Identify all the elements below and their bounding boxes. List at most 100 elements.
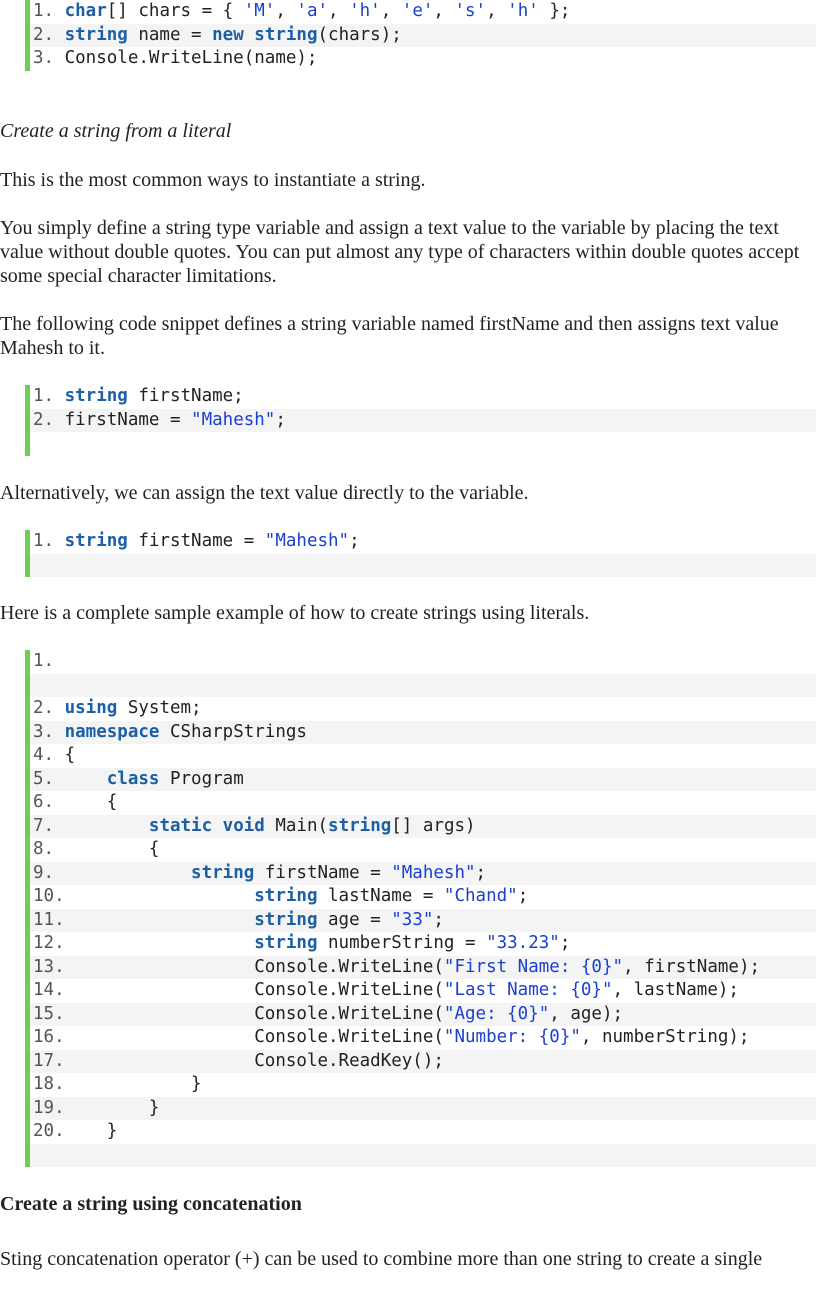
- code-token: , numberString);: [580, 1027, 750, 1047]
- code-token: ,: [380, 1, 402, 21]
- paragraph-complete-sample: Here is a complete sample example of how…: [0, 602, 590, 624]
- line-number: 17.: [33, 1050, 255, 1071]
- code-token: string: [254, 909, 318, 930]
- code-line: 11. string age = "33";: [30, 908, 816, 932]
- code-token: "Age: {0}": [443, 1003, 550, 1024]
- code-token: ,: [328, 1, 350, 21]
- code-token: ;: [275, 409, 286, 430]
- line-number: 20.: [33, 1121, 107, 1141]
- code-token: Console.WriteLine(: [254, 1003, 444, 1024]
- code-line: 5. class Program: [30, 767, 816, 791]
- code-token: Main(: [264, 815, 329, 836]
- line-number: 1.: [33, 1, 65, 21]
- code-line: 2. string name = new string(chars);: [30, 23, 816, 47]
- code-token: static: [148, 815, 213, 836]
- code-token: firstName;: [127, 386, 244, 406]
- code-token: }: [191, 1074, 202, 1094]
- code-token: string: [254, 24, 318, 45]
- line-number: 11.: [33, 909, 255, 930]
- code-snippet-char-array: 1. char[] chars = { 'M', 'a', 'h', 'e', …: [25, 0, 816, 71]
- paragraph-alternatively: Alternatively, we can assign the text va…: [0, 482, 529, 504]
- code-token: void: [222, 815, 265, 836]
- code-line: [30, 673, 816, 697]
- code-token: {: [148, 839, 160, 859]
- code-token: string: [64, 531, 128, 551]
- code-snippet-direct-assign: 1. string firstName = "Mahesh";: [25, 530, 816, 577]
- code-line: 16. Console.WriteLine("Number: {0}", num…: [30, 1026, 816, 1050]
- code-token: }: [148, 1097, 160, 1118]
- code-token: Program: [159, 768, 244, 789]
- code-token: ;: [433, 909, 444, 930]
- code-token: 's': [454, 1, 487, 21]
- code-token: {: [64, 745, 76, 765]
- line-number: 2.: [33, 698, 65, 718]
- code-token: lastName =: [317, 886, 444, 906]
- code-line: [30, 1143, 816, 1167]
- line-number: 18.: [33, 1074, 192, 1094]
- code-token: [] chars = {: [106, 1, 244, 21]
- code-token: [] args): [391, 815, 476, 836]
- line-number: 6.: [33, 792, 107, 812]
- code-line: 2. firstName = "Mahesh";: [30, 408, 816, 432]
- code-token: Console.WriteLine(: [254, 980, 444, 1000]
- code-line: 20. }: [30, 1120, 816, 1144]
- line-number: 12.: [33, 933, 255, 953]
- code-line: 1. string firstName = "Mahesh";: [30, 530, 816, 554]
- code-line: [30, 432, 816, 456]
- line-number: 8.: [33, 839, 149, 859]
- code-token: "Chand": [443, 886, 518, 906]
- code-line: 7. static void Main(string[] args): [30, 814, 816, 838]
- heading-string-concatenation: Create a string using concatenation: [0, 1193, 302, 1215]
- code-line: 4. {: [30, 744, 816, 768]
- code-token: ,: [433, 1, 455, 21]
- code-line: 13. Console.WriteLine("First Name: {0}",…: [30, 955, 816, 979]
- code-line: 14. Console.WriteLine("Last Name: {0}", …: [30, 979, 816, 1003]
- line-number: 13.: [33, 956, 255, 977]
- code-token: string: [328, 815, 392, 836]
- paragraph-following-snippet: The following code snippet defines a str…: [0, 313, 779, 359]
- code-token: namespace: [64, 721, 160, 742]
- code-snippet-assign: 1. string firstName;2. firstName = "Mahe…: [25, 385, 816, 456]
- code-token: ;: [349, 531, 360, 551]
- code-line: 15. Console.WriteLine("Age: {0}", age);: [30, 1002, 816, 1026]
- line-number: 10.: [33, 886, 255, 906]
- code-token: }: [106, 1121, 118, 1141]
- code-token: CSharpStrings: [159, 721, 307, 742]
- code-token: System;: [117, 698, 202, 718]
- line-number: 4.: [33, 745, 65, 765]
- code-line: 8. {: [30, 838, 816, 862]
- code-token: ;: [517, 886, 529, 906]
- code-line: 6. {: [30, 791, 816, 815]
- code-token: 'h': [349, 1, 381, 21]
- line-number: 2.: [33, 24, 65, 45]
- code-token: 'a': [296, 1, 329, 21]
- code-token: "33.23": [486, 933, 560, 953]
- line-number: 14.: [33, 980, 255, 1000]
- code-token: 'M': [243, 1, 276, 21]
- code-token: numberString =: [317, 933, 487, 953]
- line-number: 1.: [33, 651, 55, 671]
- code-token: Console.ReadKey();: [254, 1050, 444, 1071]
- code-line: 2. using System;: [30, 697, 816, 721]
- line-number: 3.: [33, 721, 65, 742]
- code-line: 12. string numberString = "33.23";: [30, 932, 816, 956]
- paragraph-common-ways: This is the most common ways to instanti…: [0, 169, 426, 191]
- code-token: firstName =: [254, 862, 392, 883]
- code-token: class: [106, 768, 160, 789]
- code-token: string: [254, 886, 318, 906]
- code-line: 1. string firstName;: [30, 385, 816, 409]
- code-token: , firstName);: [623, 956, 761, 977]
- code-token: 'e': [401, 1, 434, 21]
- code-token: string: [64, 386, 128, 406]
- code-line: 18. }: [30, 1073, 816, 1097]
- code-token: "First Name: {0}": [443, 956, 624, 977]
- code-token: name =: [127, 24, 213, 45]
- code-token: , age);: [549, 1003, 624, 1024]
- code-line: 1. char[] chars = { 'M', 'a', 'h', 'e', …: [30, 0, 816, 24]
- code-token: "Mahesh": [191, 409, 276, 430]
- line-number: 15.: [33, 1003, 255, 1024]
- line-number: 2.: [33, 409, 65, 430]
- code-snippet-complete-sample: 1. 2. using System;3. namespace CSharpStr…: [25, 650, 816, 1167]
- line-number: 3.: [33, 48, 65, 68]
- code-token: "Last Name: {0}": [443, 980, 613, 1000]
